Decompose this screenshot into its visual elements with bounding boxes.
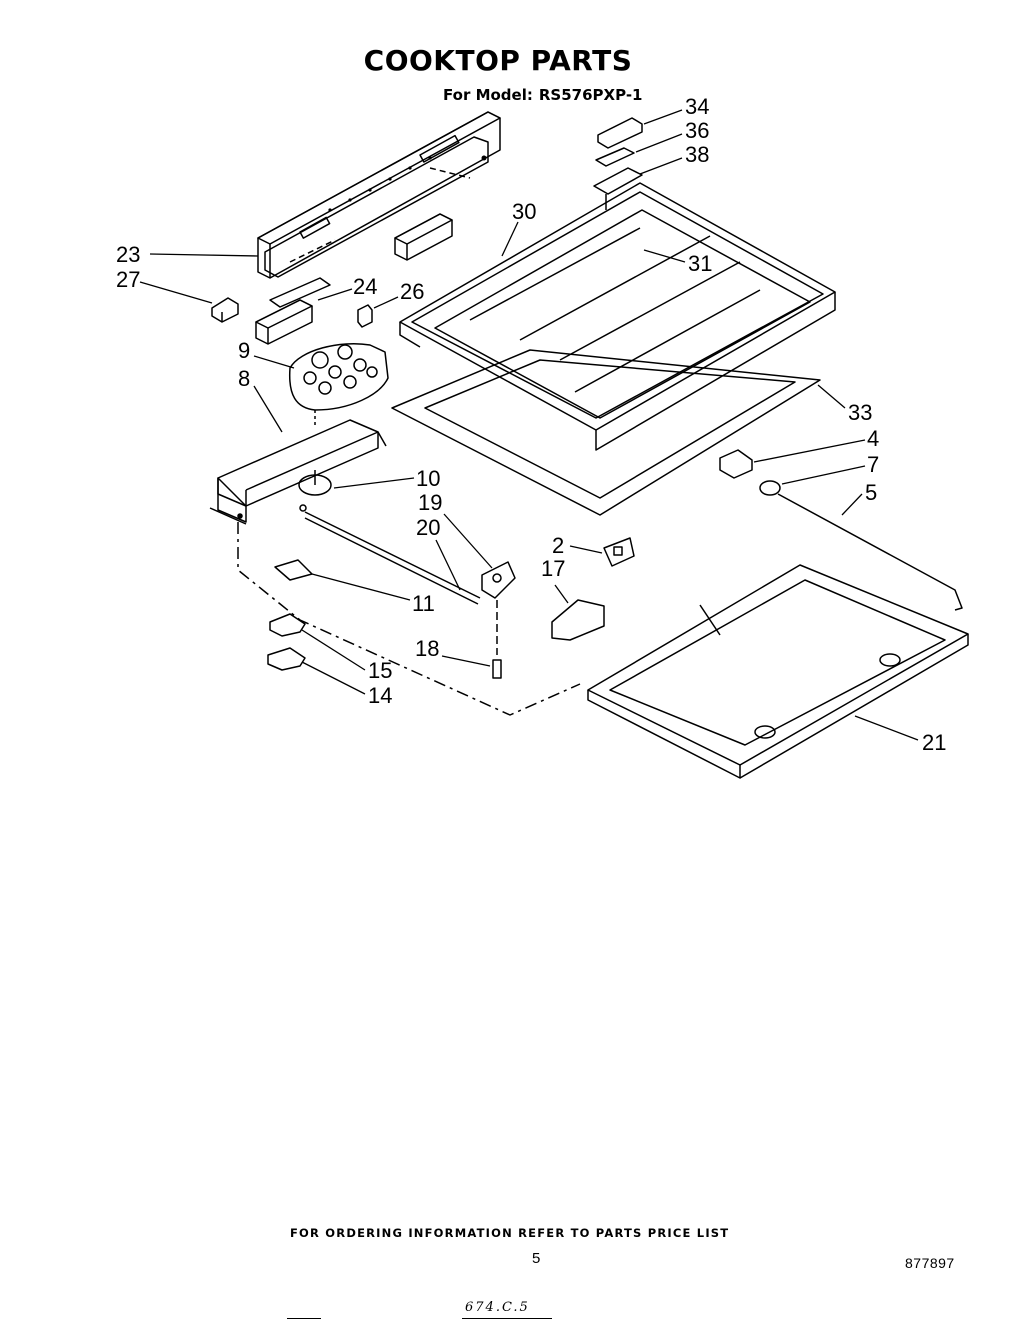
footer-rule-handwritten [462,1318,552,1319]
callout-30: 30 [512,199,536,224]
callout-18: 18 [415,636,439,661]
part-11-plate [274,559,313,581]
part-33-glass-panel [391,349,821,516]
part-2-bracket [603,537,635,567]
part-8-mounting-bracket [209,419,387,525]
part-18-screw [492,659,502,679]
callout-20: 20 [416,515,440,540]
callout-14: 14 [368,683,392,708]
footer-rule-left [287,1318,321,1319]
callout-11: 11 [412,591,435,616]
callout-31: 31 [688,251,712,276]
part-26-clip [357,304,373,328]
callout-5: 5 [865,480,877,505]
callout-27: 27 [116,267,140,292]
callout-34: 34 [685,94,709,119]
part-21-drip-tray [587,564,969,779]
document-number: 877897 [905,1255,955,1271]
part-5-wire [777,493,963,611]
part-24-switch-blocks [255,213,453,345]
part-30-cooktop-frame [399,182,836,451]
callout-23: 23 [116,242,140,267]
part-10-cam [298,470,332,496]
part-23-control-bracket [257,111,501,279]
callout-24: 24 [353,274,377,299]
callout-8: 8 [238,366,250,391]
part-4-connector [719,449,753,479]
callout-7: 7 [867,452,879,477]
callout-labels: 34 36 38 30 31 23 27 24 26 9 8 33 4 7 5 … [116,94,946,755]
part-7-nut [759,480,781,496]
ordering-info-note: FOR ORDERING INFORMATION REFER TO PARTS … [290,1226,730,1240]
part-14-clip [267,647,306,671]
callout-19: 19 [418,490,442,515]
callout-10: 10 [416,466,440,491]
callout-4: 4 [867,426,879,451]
installation-dashed-line [237,522,581,716]
part-9-switch-assembly [288,342,389,425]
model-prefix: For Model: [443,86,533,104]
part-20-rod [299,504,481,605]
callout-15: 15 [368,658,392,683]
callout-38: 38 [685,142,709,167]
callout-21: 21 [922,730,946,755]
callout-33: 33 [848,400,872,425]
page-title: COOKTOP PARTS [363,44,633,77]
part-15-clip [269,613,306,637]
page-number: 5 [532,1250,541,1267]
callout-36: 36 [685,118,709,143]
callout-9: 9 [238,338,250,363]
part-36-gasket [595,147,635,167]
callout-2: 2 [552,533,564,558]
part-17-bracket [551,599,605,641]
part-27-clip [211,297,239,323]
handwritten-note: 674.C.5 [465,1300,530,1315]
callout-17: 17 [541,556,565,581]
model-subtitle: For Model: RS576PXP-1 [443,86,648,104]
leader-lines [139,109,919,741]
part-34-cap [597,117,643,149]
model-number: RS576PXP-1 [538,86,643,104]
callout-26: 26 [400,279,424,304]
part-19-lever [481,561,516,599]
